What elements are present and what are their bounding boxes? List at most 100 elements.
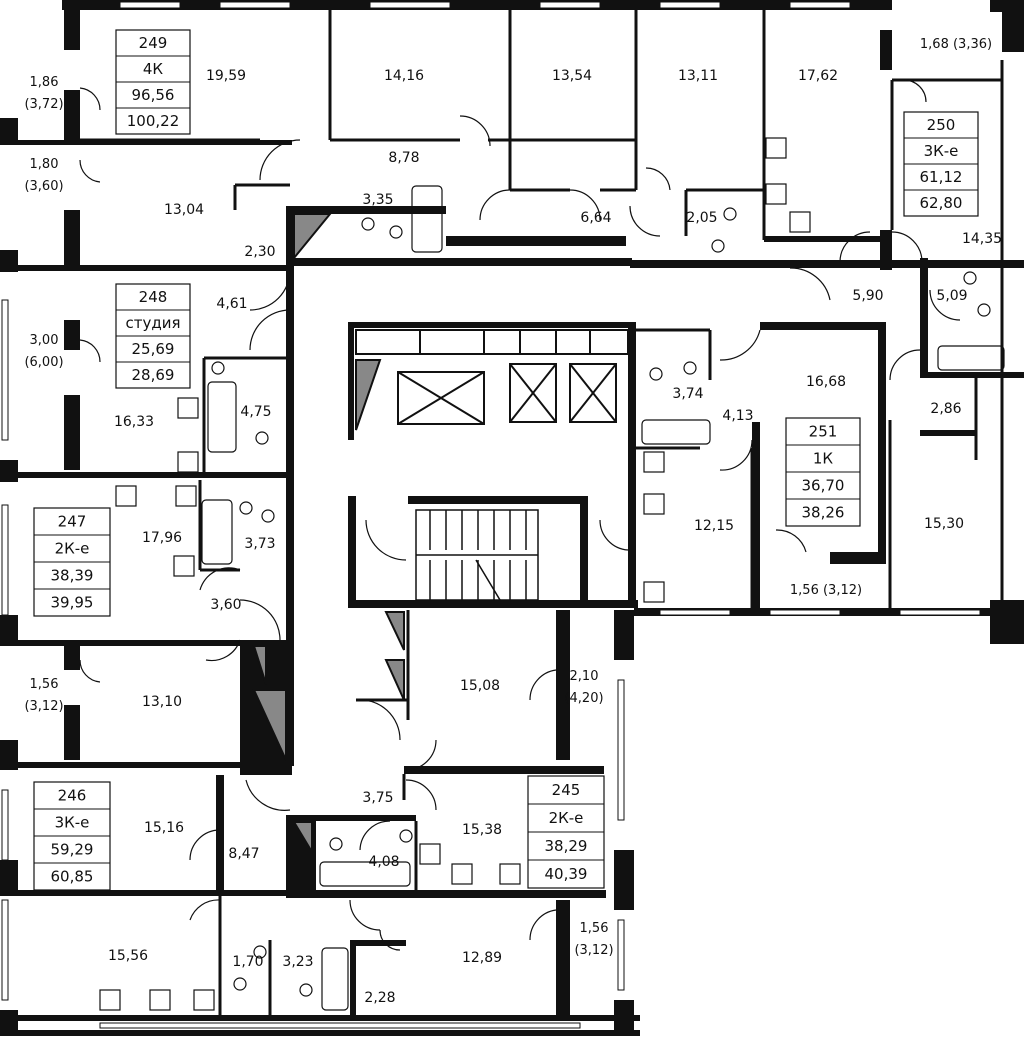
- balcony-labels: 1,86 (3,72) 1,80 (3,60) 3,00 (6,00) 1,56 (3,12)…: [24, 37, 992, 958]
- balcony-area: 2,10: [570, 669, 599, 684]
- apartment-number: 249: [139, 34, 168, 52]
- apartment-card-249: 249 4К 96,56 100,22: [115, 29, 191, 135]
- room-area-label: 15,16: [144, 820, 184, 836]
- room-area-label: 6,64: [580, 210, 611, 226]
- apartment-number: 247: [58, 513, 87, 531]
- ventilation-shafts: [252, 213, 405, 856]
- room-area-label: 16,68: [806, 374, 846, 390]
- apartment-card-250: 250 3К-е 61,12 62,80: [903, 111, 979, 217]
- apartment-living-area: 38,29: [545, 837, 588, 855]
- room-area-label: 13,11: [678, 68, 718, 84]
- room-area-label: 3,60: [210, 597, 241, 613]
- apartment-cards: 249 4К 96,56 100,22 250 3К-е 61,12 62,80 248 студ…: [33, 29, 979, 891]
- balcony-label: 2,10(4,20): [564, 669, 603, 706]
- balcony-area: 1,56: [30, 677, 59, 692]
- room-area-label: 13,04: [164, 202, 204, 218]
- room-area-label: 17,62: [798, 68, 838, 84]
- apartment-rooms: 4К: [143, 60, 164, 78]
- room-area-label: 15,30: [924, 516, 964, 532]
- room-area-label: 3,75: [362, 790, 393, 806]
- room-area-label: 14,35: [962, 231, 1002, 247]
- room-area-label: 1,70: [232, 954, 263, 970]
- apartment-rooms: 2К-е: [55, 540, 90, 558]
- room-area-label: 19,59: [206, 68, 246, 84]
- plumbing-fixtures: [201, 185, 1005, 1011]
- room-area-label: 15,08: [460, 678, 500, 694]
- elevator-core: [355, 329, 629, 425]
- room-area-label: 14,16: [384, 68, 424, 84]
- balcony-area-reduced: (6,00): [24, 355, 63, 370]
- room-area-label: 15,38: [462, 822, 502, 838]
- apartment-rooms: 1К: [813, 450, 834, 468]
- room-area-label: 4,13: [722, 408, 753, 424]
- room-area-label: 12,15: [694, 518, 734, 534]
- room-area-label: 2,30: [244, 244, 275, 260]
- balcony-label: 1,56 (3,12): [24, 677, 63, 714]
- balcony-area-reduced: (3,72): [24, 97, 63, 112]
- balcony-label: 1,56 (3,12): [574, 921, 613, 958]
- apartment-total-area: 28,69: [132, 366, 175, 384]
- balcony-area: 1,80: [30, 157, 59, 172]
- apartment-rooms: 2К-е: [549, 809, 584, 827]
- windows: [1, 1, 981, 1029]
- balcony-label: 1,56 (3,12): [790, 583, 862, 598]
- room-area-label: 3,74: [672, 386, 703, 402]
- apartment-number: 251: [809, 423, 838, 441]
- balcony-area-reduced: (3,12): [24, 699, 63, 714]
- room-area-label: 2,05: [686, 210, 717, 226]
- balcony-area: 1,56: [580, 921, 609, 936]
- room-area-label: 2,86: [930, 401, 961, 417]
- room-area-label: 3,35: [362, 192, 393, 208]
- apartment-living-area: 25,69: [132, 340, 175, 358]
- apartment-rooms: студия: [125, 314, 180, 332]
- partitions: [80, 10, 1004, 1015]
- apartment-living-area: 61,12: [920, 168, 963, 186]
- apartment-total-area: 62,80: [920, 194, 963, 212]
- stair: [415, 509, 539, 601]
- kitchen-appliances: [99, 137, 811, 1011]
- doors: [79, 79, 961, 951]
- room-area-label: 17,96: [142, 530, 182, 546]
- apartment-total-area: 38,26: [802, 504, 845, 522]
- room-area-label: 4,75: [240, 404, 271, 420]
- room-area-label: 12,89: [462, 950, 502, 966]
- room-area-label: 3,73: [244, 536, 275, 552]
- room-area-label: 4,08: [368, 854, 399, 870]
- room-area-label: 5,09: [936, 288, 967, 304]
- apartment-living-area: 96,56: [132, 86, 175, 104]
- apartment-total-area: 40,39: [545, 865, 588, 883]
- balcony-area: 3,00: [30, 333, 59, 348]
- room-area-label: 8,47: [228, 846, 259, 862]
- room-labels: 19,59 14,16 13,54 13,11 17,62 8,78 3,35 13,04 2,…: [108, 68, 1002, 1006]
- room-area-label: 8,78: [388, 150, 419, 166]
- balcony-label: 1,80 (3,60): [24, 157, 63, 194]
- balcony-label: 1,86 (3,72): [24, 75, 63, 112]
- room-area-label: 16,33: [114, 414, 154, 430]
- room-area-label: 2,28: [364, 990, 395, 1006]
- apartment-number: 245: [552, 781, 581, 799]
- apartment-living-area: 36,70: [802, 477, 845, 495]
- balcony-label: 3,00 (6,00): [24, 333, 63, 370]
- apartment-card-251: 251 1К 36,70 38,26: [785, 417, 861, 527]
- balcony-area: 1,86: [30, 75, 59, 90]
- room-area-label: 5,90: [852, 288, 883, 304]
- apartment-number: 248: [139, 288, 168, 306]
- room-area-label: 13,54: [552, 68, 592, 84]
- balcony-area: 1,56 (3,12): [790, 583, 862, 598]
- apartment-number: 250: [927, 116, 956, 134]
- apartment-rooms: 3К-е: [924, 142, 959, 160]
- apartment-card-248: 248 студия 25,69 28,69: [115, 283, 191, 389]
- apartment-living-area: 59,29: [51, 841, 94, 859]
- apartment-rooms: 3К-е: [55, 814, 90, 832]
- balcony-area-reduced: (3,60): [24, 179, 63, 194]
- apartment-total-area: 100,22: [127, 112, 180, 130]
- apartment-card-245: 245 2К-е 38,29 40,39: [527, 775, 605, 889]
- apartment-number: 246: [58, 787, 87, 805]
- balcony-area-reduced: (3,12): [574, 943, 613, 958]
- balcony-area: 1,68 (3,36): [920, 37, 992, 52]
